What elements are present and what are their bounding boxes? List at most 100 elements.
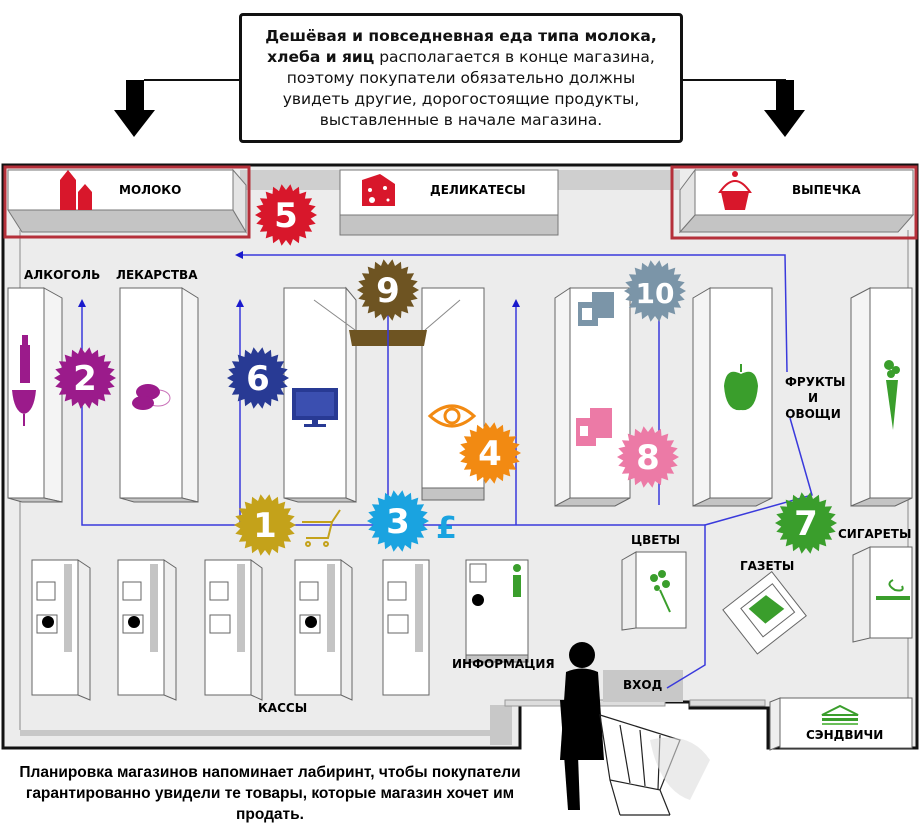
label-and: И [807,391,819,405]
newspaper-icon [748,595,785,624]
store-floor-plan: £ 1 2 3 4 5 6 7 8 9 10 [1,163,919,760]
label-alcohol: АЛКОГОЛЬ [24,268,101,282]
badge-starburst [459,422,521,484]
route-arrow-icon [235,251,243,259]
badge-starburst [775,492,837,554]
badge-number: 6 [246,359,270,399]
badge-number: 8 [636,438,660,478]
shopping-cart-icon [302,509,341,547]
counter-sandwiches [769,697,913,751]
badge-5: 5 [255,184,317,246]
checkout-5 [382,559,430,696]
numbered-badges: 1 2 3 4 5 6 7 8 9 10 [54,184,837,556]
badge-9: 9 [357,259,419,321]
badge-starburst [234,494,296,556]
eye-icon [427,404,477,428]
badge-4: 4 [459,422,521,484]
badge-starburst [255,184,317,246]
badge-8: 8 [617,426,679,488]
info-callout: Дешёвая и повседневная еда типа молока, … [239,13,683,143]
label-deli: ДЕЛИКАТЕСЫ [430,183,526,197]
wine-icon [12,335,36,426]
checkout-4 [294,559,353,701]
shelf-medicine [119,287,199,503]
route-arrow-icon [78,299,86,307]
stand-cigarettes [852,546,913,643]
label-newspapers: ГАЗЕТЫ [740,559,795,573]
down-arrow-icon-right [764,80,805,137]
counter-milk [7,168,247,234]
callout-bold-text: Дешёвая и повседневная еда типа молока, … [265,26,657,66]
badge-number: 9 [376,271,400,311]
label-milk: МОЛОКО [119,183,182,197]
badge-3: 3 [367,490,429,552]
info-icon [513,564,521,597]
jars-icon [578,292,614,326]
badge-number: 7 [794,504,818,544]
label-checkouts: КАССЫ [258,701,308,715]
tv-icon [292,388,338,427]
label-entrance: ВХОД [623,678,663,692]
route-arrow-icon [512,299,520,307]
badge-starburst [624,260,686,322]
badge-number: 10 [636,277,675,310]
badge-starburst [227,347,289,409]
shelf-fruits [692,287,773,507]
checkout-2 [117,559,177,701]
label-flowers: ЦВЕТЫ [631,533,681,547]
label-info: ИНФОРМАЦИЯ [452,657,555,671]
badge-1: 1 [234,494,296,556]
badge-2: 2 [54,347,116,409]
badge-starburst [357,259,419,321]
badge-6: 6 [227,347,289,409]
callout-regular-text: располагается в конце магазина, поэтому … [282,47,655,129]
badge-number: 1 [253,506,277,546]
shopper-cart [560,700,710,816]
cupcake-icon [718,171,752,210]
shelf-vegetables [850,287,913,507]
route-arrow-icon [236,299,244,307]
badge-starburst [54,347,116,409]
cheese-icon [362,174,395,206]
badge-number: 4 [478,434,502,474]
pills-icon [132,384,171,410]
milk-carton-icon [60,170,92,210]
label-fruits-vegetables: ФРУКТЫ И ОВОЩИ [785,374,846,422]
stand-newspapers [722,570,807,655]
stand-flowers [621,551,687,631]
highlight-milk [3,165,251,239]
callout-arrows [114,79,805,137]
apple-icon [724,364,758,411]
badge-number: 5 [274,196,298,236]
label-vegetables: ОВОЩИ [785,407,841,421]
cans-icon [576,408,612,446]
badge-7: 7 [775,492,837,554]
customer-route [81,254,813,689]
badge-10: 10 [624,260,686,322]
badge-number: 2 [73,359,97,399]
label-sandwiches: СЭНДВИЧИ [806,728,884,742]
checkout-3 [204,559,263,701]
pound-icon: £ [436,511,457,546]
label-medicine: ЛЕКАРСТВА [116,268,198,282]
carrot-icon [884,360,900,430]
shelf-jars [554,287,631,507]
label-bakery: ВЫПЕЧКА [792,183,861,197]
badge-starburst [367,490,429,552]
label-fruits: ФРУКТЫ [785,375,846,389]
counter-deli [339,169,559,236]
cigarette-icon [876,579,910,600]
sandwich-icon [821,704,859,725]
flowers-icon [650,570,671,613]
highlight-bakery [670,165,918,240]
shelf-alcohol [7,287,63,503]
badge-starburst [617,426,679,488]
label-cigarettes: СИГАРЕТЫ [838,527,912,541]
down-arrow-icon-left [114,80,155,137]
bottom-caption: Планировка магазинов напоминает лабиринт… [19,764,521,823]
shelf-electronics [283,286,357,503]
checkout-1 [31,559,91,701]
badge-number: 3 [386,502,410,542]
info-desk [465,559,529,663]
checkout-lanes [31,559,430,701]
